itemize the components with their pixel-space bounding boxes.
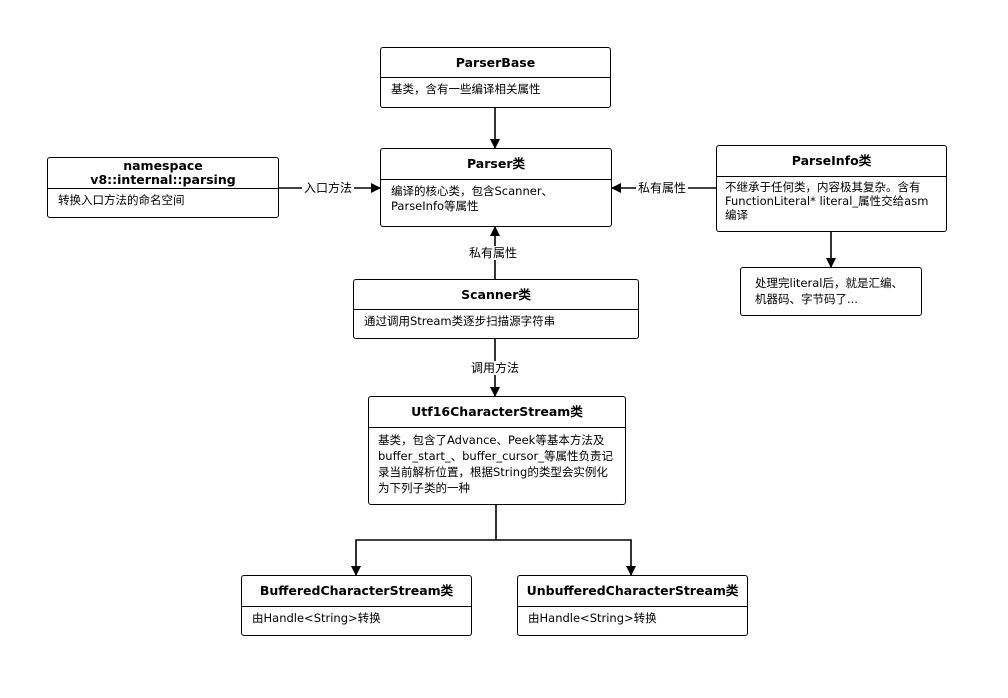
scanner-title: Scanner类 <box>354 280 638 310</box>
edge-label-private-attr-scanner: 私有属性 <box>467 246 520 260</box>
edge-label-entry-method: 入口方法 <box>302 181 355 195</box>
utf16-stream-desc: 基类，包含了Advance、Peek等基本方法及buffer_start_、bu… <box>378 433 614 495</box>
buffered-stream-title: BufferedCharacterStream类 <box>242 576 471 607</box>
literal-note-desc: 处理完literal后，就是汇编、机器码、字节码了... <box>755 276 903 306</box>
unbuffered-stream-title: UnbufferedCharacterStream类 <box>518 576 747 607</box>
utf16-stream-box[interactable]: Utf16CharacterStream类 基类，包含了Advance、Peek… <box>368 396 626 505</box>
scanner-desc: 通过调用Stream类逐步扫描源字符串 <box>364 314 556 328</box>
parser-base-title: ParserBase <box>381 48 610 78</box>
edge-utf16-unbuffered <box>496 539 636 576</box>
edge-utf16-subclasses <box>351 505 497 576</box>
unbuffered-stream-box[interactable]: UnbufferedCharacterStream类 由Handle<Strin… <box>517 575 748 636</box>
edge-label-call-method: 调用方法 <box>469 361 522 375</box>
namespace-box[interactable]: namespace v8::internal::parsing 转换入口方法的命… <box>47 157 279 218</box>
namespace-desc: 转换入口方法的命名空间 <box>58 193 185 207</box>
buffered-stream-box[interactable]: BufferedCharacterStream类 由Handle<String>… <box>241 575 472 636</box>
literal-note-box[interactable]: 处理完literal后，就是汇编、机器码、字节码了... <box>740 267 922 316</box>
scanner-box[interactable]: Scanner类 通过调用Stream类逐步扫描源字符串 <box>353 279 639 339</box>
parse-info-desc: 不继承于任何类，内容极其复杂。含有FunctionLiteral* litera… <box>725 180 929 222</box>
parse-info-title: ParseInfo类 <box>717 146 946 177</box>
parser-desc: 编译的核心类，包含Scanner、ParseInfo等属性 <box>391 184 554 213</box>
utf16-stream-title: Utf16CharacterStream类 <box>369 397 625 428</box>
parser-base-desc: 基类，含有一些编译相关属性 <box>391 82 541 96</box>
namespace-title: namespace v8::internal::parsing <box>48 158 278 189</box>
parser-box[interactable]: Parser类 编译的核心类，包含Scanner、ParseInfo等属性 <box>380 148 612 227</box>
edge-label-private-attr-info: 私有属性 <box>636 181 689 195</box>
buffered-stream-desc: 由Handle<String>转换 <box>252 611 381 625</box>
parse-info-box[interactable]: ParseInfo类 不继承于任何类，内容极其复杂。含有FunctionLite… <box>716 145 947 232</box>
unbuffered-stream-desc: 由Handle<String>转换 <box>528 611 657 625</box>
parser-base-box[interactable]: ParserBase 基类，含有一些编译相关属性 <box>380 47 611 108</box>
parser-title: Parser类 <box>381 149 611 180</box>
